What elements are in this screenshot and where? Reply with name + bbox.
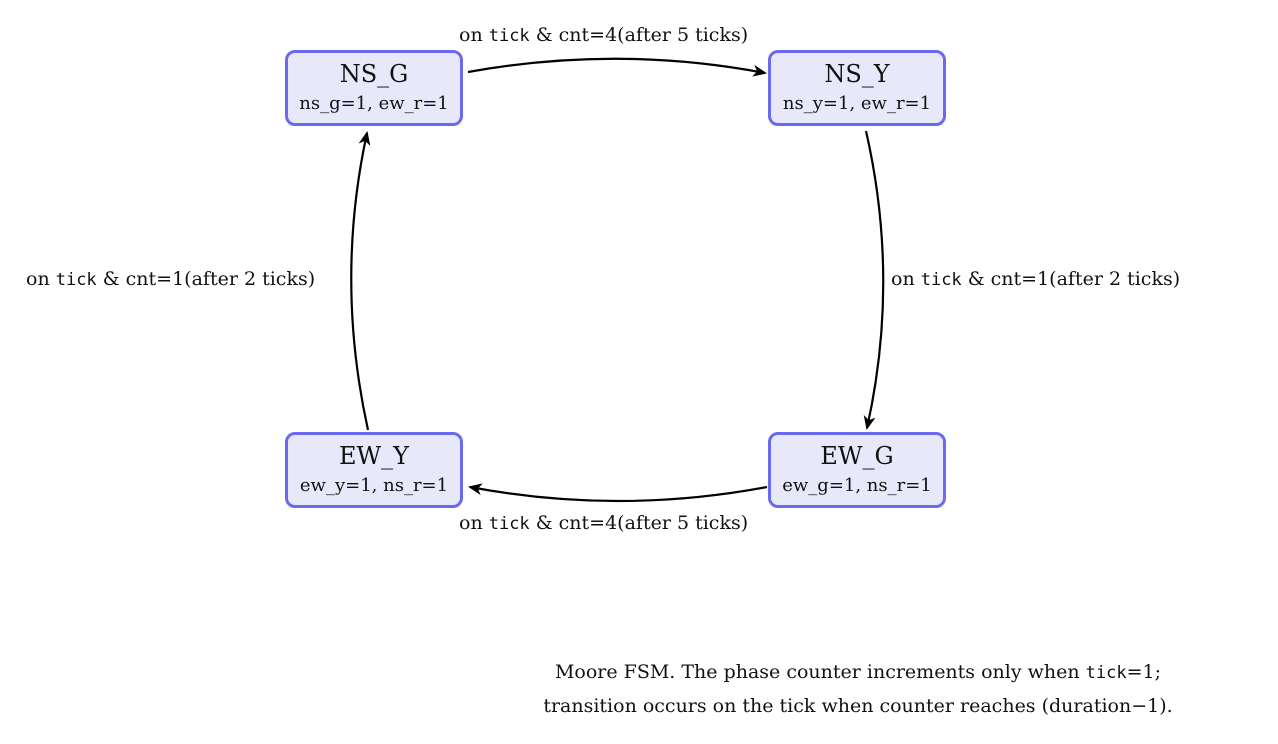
state-outputs: ns_g=1, ew_r=1 <box>299 93 449 114</box>
state-ew_y: EW_Y ew_y=1, ns_r=1 <box>285 432 463 508</box>
signal-tick: tick <box>55 270 97 290</box>
state-name: NS_G <box>339 60 409 88</box>
state-outputs: ew_y=1, ns_r=1 <box>299 475 449 496</box>
state-name: NS_Y <box>824 60 890 88</box>
edge-ns_g-to-ns_y <box>467 57 767 77</box>
state-ns_y: NS_Y ns_y=1, ew_r=1 <box>768 50 946 126</box>
signal-tick: tick <box>488 26 530 46</box>
label-ew_g-to-ew_y: on tick & cnt=4(after 5 ticks) <box>459 512 749 534</box>
caption-line-2: transition occurs on the tick when count… <box>543 695 1173 717</box>
state-outputs: ns_y=1, ew_r=1 <box>782 93 932 114</box>
state-outputs: ew_g=1, ns_r=1 <box>782 475 932 496</box>
edge-ew_g-to-ew_y <box>468 483 768 503</box>
state-name: EW_Y <box>338 442 410 470</box>
signal-tick: tick <box>1085 663 1127 683</box>
state-ns_g: NS_G ns_g=1, ew_r=1 <box>285 50 463 126</box>
edge-ew_y-to-ns_g <box>350 131 371 431</box>
edge-ns_y-to-ew_g <box>863 130 885 430</box>
signal-tick: tick <box>920 270 962 290</box>
label-ew_y-to-ns_g: on tick & cnt=1(after 2 ticks) <box>26 268 316 290</box>
figure-caption: Moore FSM. The phase counter increments … <box>500 656 1216 723</box>
caption-line-1: Moore FSM. The phase counter increments … <box>554 661 1162 683</box>
label-ns_y-to-ew_g: on tick & cnt=1(after 2 ticks) <box>891 268 1181 290</box>
signal-tick: tick <box>488 514 530 534</box>
label-ns_g-to-ns_y: on tick & cnt=4(after 5 ticks) <box>459 24 749 46</box>
state-ew_g: EW_G ew_g=1, ns_r=1 <box>768 432 946 508</box>
state-name: EW_G <box>820 442 894 470</box>
